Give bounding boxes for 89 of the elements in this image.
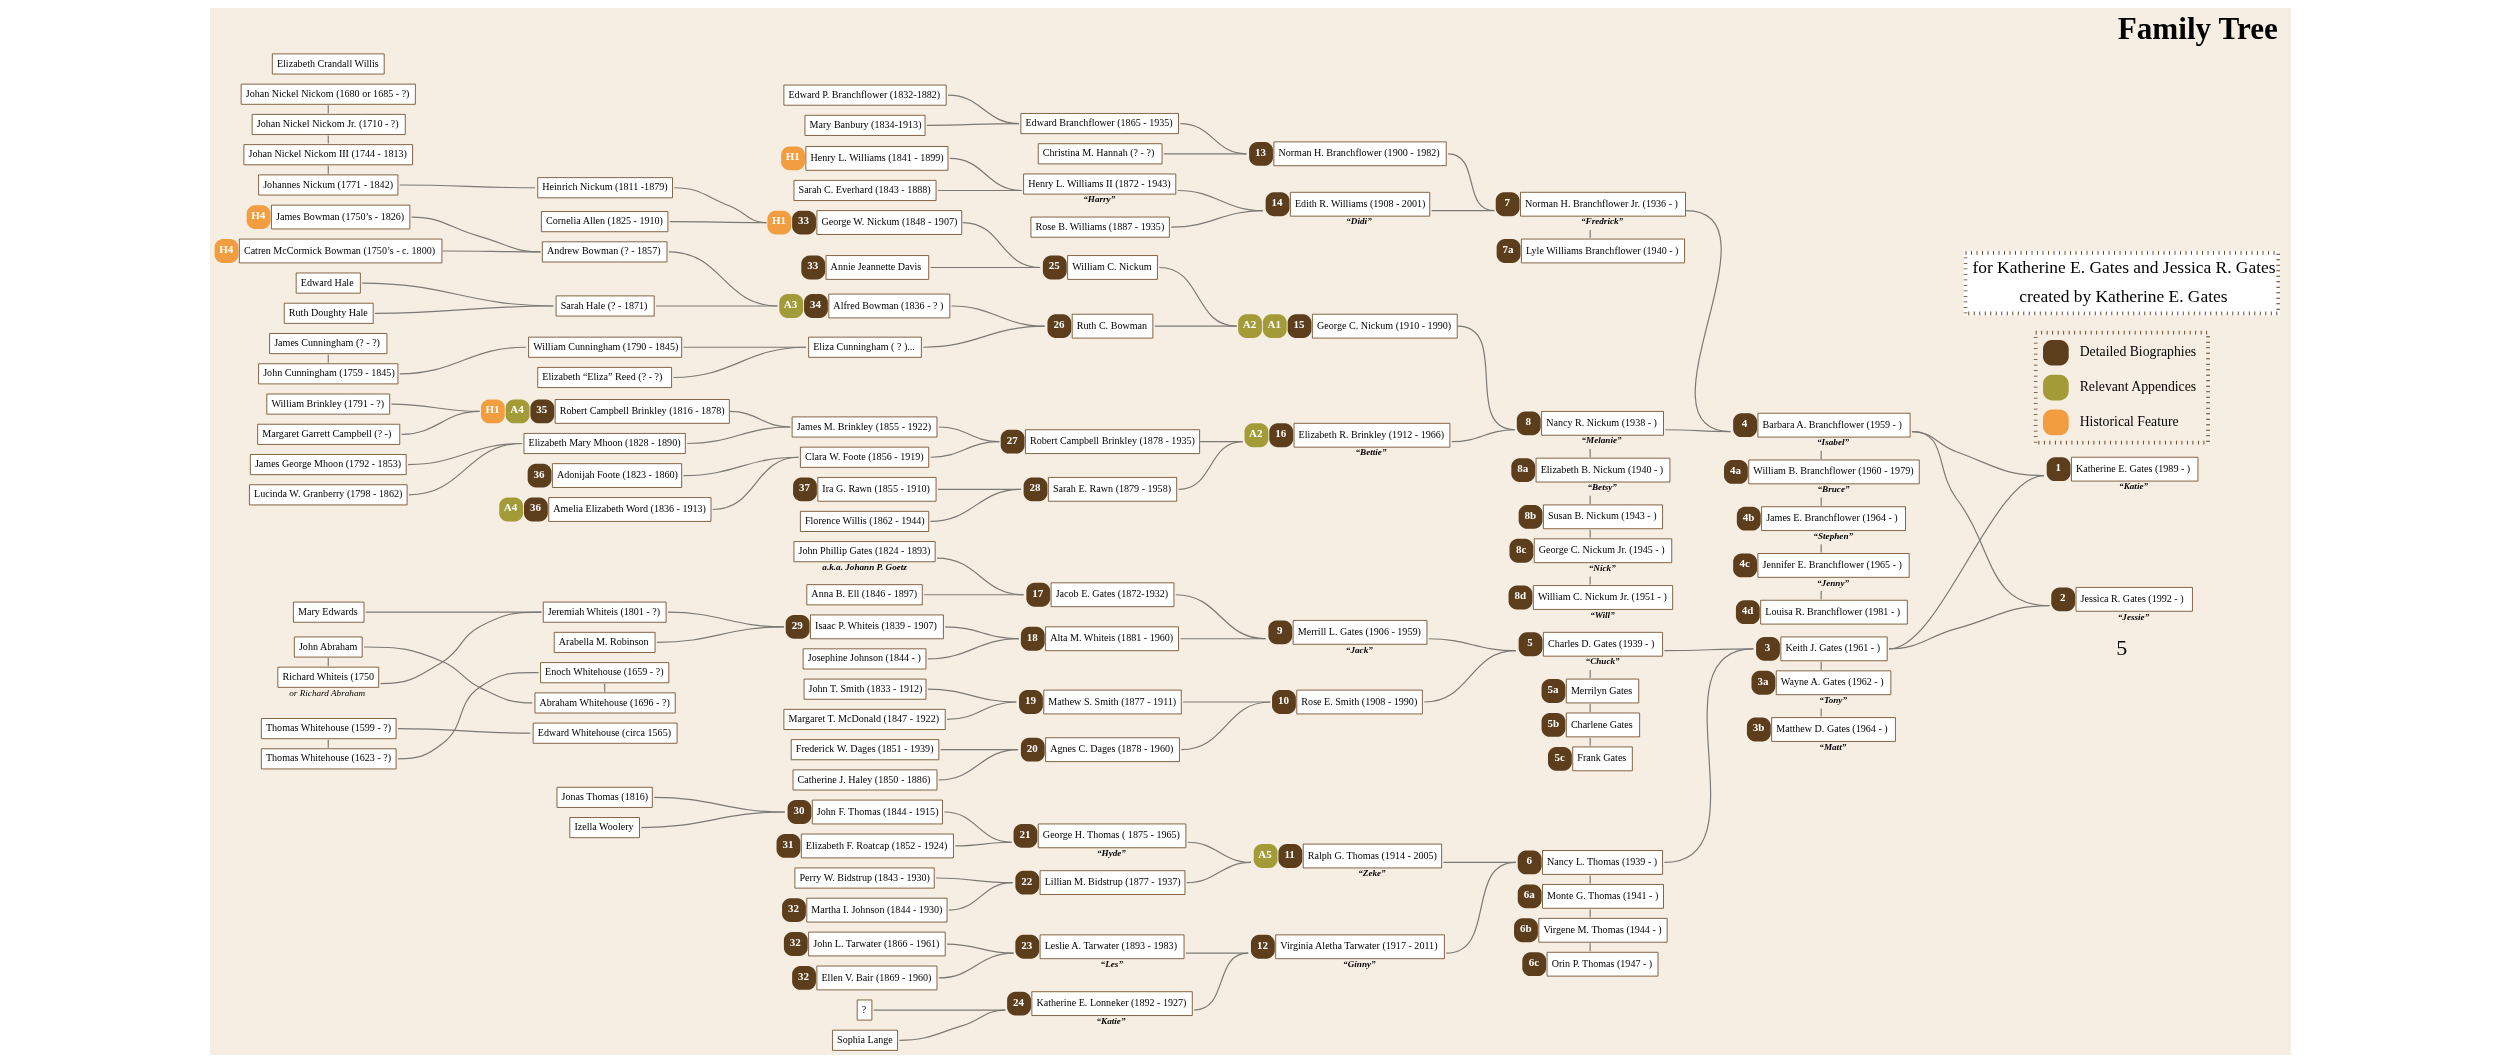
node-label: “Harry” <box>1082 194 1115 205</box>
connector <box>1663 648 1754 864</box>
node-label: “Hyde” <box>1096 848 1126 859</box>
connector <box>711 456 799 511</box>
connector <box>686 426 791 445</box>
connector <box>898 1009 1006 1041</box>
node-label: “Melanie” <box>1580 435 1622 446</box>
node-label: a.k.a. Johann P. Goetz <box>821 562 907 572</box>
node-label: “Jenny” <box>1816 577 1849 588</box>
diagram-title: Family Tree <box>2117 11 2278 47</box>
connector <box>947 882 1013 911</box>
node-label: “Matt” <box>1818 741 1846 752</box>
node-label: “Will” <box>1589 609 1615 620</box>
connector <box>1179 638 1266 640</box>
connector <box>672 346 806 379</box>
node-label: “Zeke” <box>1357 868 1386 879</box>
node-label: “Katie” <box>1095 1015 1125 1026</box>
node-label: “Jessie” <box>2117 611 2149 622</box>
node-label: or Richard Abraham <box>288 687 365 698</box>
connector <box>945 701 1017 721</box>
label: for Katherine E. Gates and Jessica R. Gates <box>1971 257 2275 278</box>
connector <box>936 189 1022 192</box>
connector <box>1193 952 1249 1011</box>
connector <box>1180 701 1271 751</box>
connector <box>1162 153 1247 155</box>
connector <box>407 442 523 496</box>
legend-label: Historical Feature <box>2079 413 2179 429</box>
connector <box>937 749 1019 781</box>
node-label: “Bruce” <box>1817 484 1850 495</box>
connector <box>398 184 536 189</box>
connector <box>396 728 531 734</box>
node-label: “Katie” <box>2118 481 2148 492</box>
connector <box>926 688 1017 703</box>
connector <box>400 410 480 435</box>
label: 5 <box>2115 635 2127 661</box>
connector <box>1450 429 1516 443</box>
connector <box>943 811 1012 843</box>
connector <box>668 221 767 224</box>
connector <box>410 216 541 253</box>
connector <box>1664 429 1731 433</box>
connector <box>1182 701 1271 703</box>
connector <box>640 811 785 829</box>
connector <box>922 325 1045 348</box>
connector <box>929 488 1021 522</box>
node-label: “Bettie” <box>1354 447 1386 458</box>
connector <box>1589 575 1591 586</box>
connector <box>1177 441 1243 490</box>
node-label: “Chuck” <box>1585 656 1620 667</box>
legend-label: Detailed Biographies <box>2079 343 2196 359</box>
connector <box>654 305 778 307</box>
connector <box>441 250 541 253</box>
connector <box>937 952 1014 979</box>
node-label: “Ginny” <box>1342 958 1376 969</box>
connector <box>1185 861 1252 884</box>
connector <box>945 943 1014 954</box>
node-label: “Les” <box>1100 958 1123 969</box>
connector <box>1174 594 1266 640</box>
connector <box>373 305 554 314</box>
connector <box>1158 266 1237 327</box>
node-label: “Stephen” <box>1812 530 1853 541</box>
connector <box>1910 431 2050 607</box>
label: created by Katherine E. Gates <box>2018 285 2227 306</box>
node-label: “Nick” <box>1588 562 1616 573</box>
connector <box>954 841 1012 847</box>
connector <box>398 346 526 375</box>
connector <box>396 672 539 760</box>
connector <box>1445 861 1516 954</box>
connector <box>926 638 1020 660</box>
connector <box>929 441 1000 458</box>
legend-label: Relevant Appendices <box>2079 378 2196 394</box>
connector <box>1153 325 1237 327</box>
connector <box>950 305 1045 327</box>
connector <box>362 646 533 704</box>
node-label: “Jack” <box>1345 644 1373 655</box>
node-label: “Fredrick” <box>1580 216 1623 227</box>
connector <box>923 594 1024 596</box>
connector <box>1423 650 1516 703</box>
connector <box>1820 707 1822 718</box>
connector <box>364 611 542 613</box>
connector <box>655 626 784 644</box>
connector <box>929 266 1041 269</box>
node-label: “Betsy” <box>1586 482 1617 493</box>
connector <box>1430 210 1495 212</box>
node-label: “Didi” <box>1345 216 1372 227</box>
node-label: “Isabel” <box>1816 437 1849 448</box>
node-label: “Tony” <box>1818 694 1847 705</box>
connector <box>872 1009 1006 1011</box>
connector <box>1170 210 1263 228</box>
connector <box>925 122 1020 126</box>
